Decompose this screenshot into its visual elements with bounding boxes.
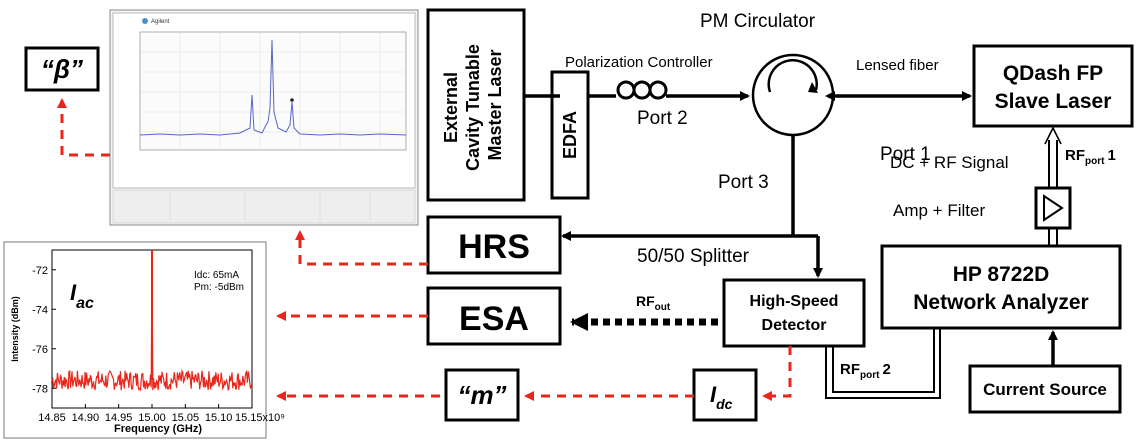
- annotation-idc: Idc: 65mA: [194, 270, 239, 281]
- detector-label-2: Detector: [762, 317, 827, 334]
- x-axis-label: Frequency (GHz): [114, 423, 202, 435]
- x-tick-label: 15.05: [172, 412, 200, 424]
- amp-filter-box: [1034, 186, 1072, 230]
- dc-rf-label: DC + RF Signal: [890, 153, 1009, 172]
- edfa-box: [550, 70, 590, 200]
- port1-label: Port 1: [880, 144, 931, 165]
- x-tick-label: 14.90: [72, 412, 100, 424]
- beta-label: “β”: [41, 54, 83, 84]
- polarization-controller-icon: [616, 80, 668, 100]
- current-source-box: [968, 364, 1122, 414]
- hrs-label: HRS: [458, 228, 530, 266]
- idc-box: [692, 368, 758, 422]
- network-analyzer-box: [880, 244, 1122, 330]
- hrs-screenshot: Agilent: [109, 9, 419, 226]
- hrs-trace: [139, 39, 407, 136]
- splitter-label: 50/50 Splitter: [637, 246, 750, 267]
- m-box: [444, 368, 520, 422]
- beta-box: [24, 46, 100, 92]
- y-tick-label: -74: [32, 304, 48, 316]
- rf-port2-link: [825, 285, 941, 399]
- detector-label-1: High-Speed: [750, 293, 839, 310]
- iac-label: Iac: [70, 280, 94, 312]
- hrs-brand: Agilent: [151, 19, 170, 25]
- red-data-links: [57, 98, 792, 401]
- circulator-label: PM Circulator: [700, 11, 816, 32]
- annotation-pm: Pm: -5dBm: [194, 282, 244, 293]
- slave-laser-label-2: Slave Laser: [995, 90, 1112, 113]
- amp-filter-label: Amp + Filter: [893, 201, 985, 220]
- circulator-icon: [751, 53, 835, 137]
- rf-out-label: RFout: [636, 293, 671, 313]
- polarization-controller-label: Polarization Controller: [565, 54, 713, 71]
- x-tick-label: 14.85: [38, 412, 66, 424]
- network-analyzer-label-1: HP 8722D: [953, 263, 1050, 286]
- port2-label: Port 2: [637, 108, 688, 129]
- esa-box: [426, 286, 562, 346]
- m-label: “m”: [457, 380, 506, 410]
- x-tick-label: 15.00: [138, 412, 166, 424]
- amplifier-icon: [1043, 194, 1064, 222]
- current-source-label: Current Source: [983, 380, 1107, 399]
- hrs-box: [426, 215, 562, 275]
- y-tick-label: -78: [32, 383, 48, 395]
- x-tick-label: 15.10: [205, 412, 233, 424]
- edfa-label: EDFA: [560, 111, 580, 159]
- network-analyzer-label-2: Network Analyzer: [913, 291, 1088, 314]
- x-tick-label: 15.15x10⁹: [235, 412, 285, 424]
- rf-chain-link: [1048, 140, 1058, 246]
- y-axis-label: Intensity (dBm): [10, 296, 20, 362]
- slave-laser-box: [972, 44, 1134, 128]
- slave-laser-label-1: QDash FP: [1003, 62, 1103, 85]
- master-laser-box: [426, 8, 526, 202]
- idc-label: Idc: [710, 382, 733, 412]
- x-tick-label: 14.95: [105, 412, 133, 424]
- detector-box: [722, 278, 866, 348]
- esa-label: ESA: [459, 300, 529, 338]
- y-tick-label: -72: [32, 265, 48, 277]
- master-laser-label: External Cavity Tunable Master Laser: [441, 39, 505, 171]
- agilent-logo-icon: [142, 18, 148, 24]
- y-tick-label: -76: [32, 344, 48, 356]
- port3-label: Port 3: [718, 172, 769, 193]
- lensed-fiber-label: Lensed fiber: [856, 57, 939, 74]
